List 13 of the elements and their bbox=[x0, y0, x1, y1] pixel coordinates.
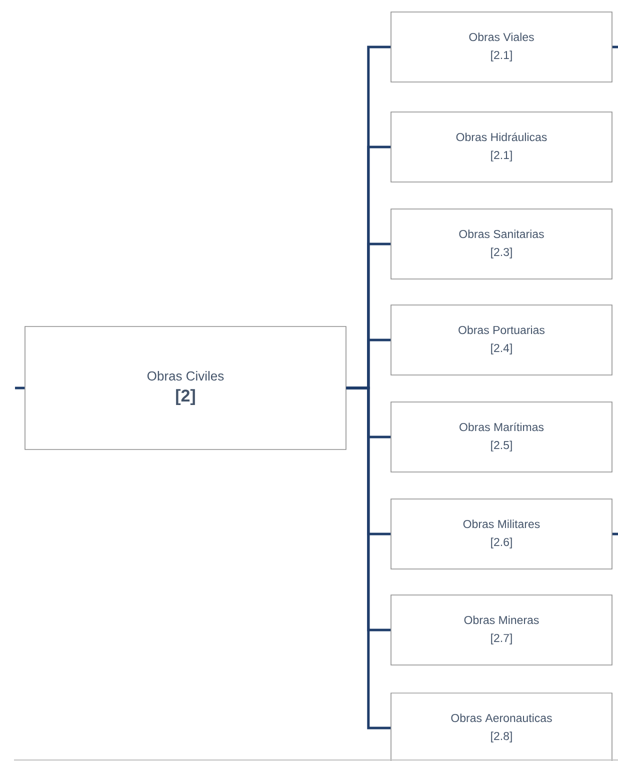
connector bbox=[346, 386, 391, 730]
category-box: Obras Viales [2.1] bbox=[390, 12, 612, 82]
category-box: Obras Portuarias [2.4] bbox=[390, 304, 612, 376]
connector bbox=[15, 386, 25, 390]
category-box: Obras Sanitarias [2.3] bbox=[390, 208, 612, 280]
category-box: Obras Hidráulicas [2.1] bbox=[390, 112, 612, 182]
category-box: Obras Aeronauticas [2.8] bbox=[390, 692, 612, 761]
category-box: Obras Mineras [2.7] bbox=[390, 594, 612, 666]
connector bbox=[612, 46, 618, 48]
category-box: Obras Marítimas [2.5] bbox=[390, 402, 612, 472]
parent-box: Obras Civiles [2] bbox=[24, 326, 346, 450]
connector bbox=[612, 532, 618, 536]
category-box: Obras Militares [2.6] bbox=[390, 498, 612, 570]
